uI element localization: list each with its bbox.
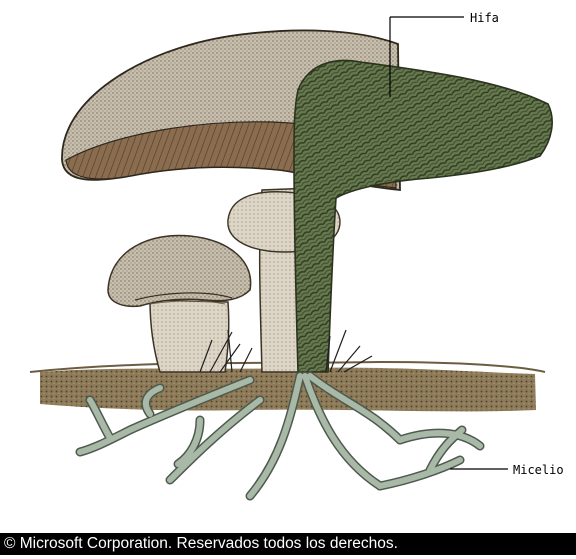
hyphae-cross-section [294, 60, 552, 372]
small-mushroom-cap [108, 235, 251, 306]
copyright-bar: © Microsoft Corporation. Reservados todo… [0, 533, 576, 555]
copyright-text: © Microsoft Corporation. Reservados todo… [4, 535, 398, 553]
mycelium-label: Micelio [513, 463, 564, 477]
hyphae-label: Hifa [470, 11, 499, 25]
soil-layer [40, 368, 536, 412]
small-mushroom-stem [150, 300, 229, 372]
